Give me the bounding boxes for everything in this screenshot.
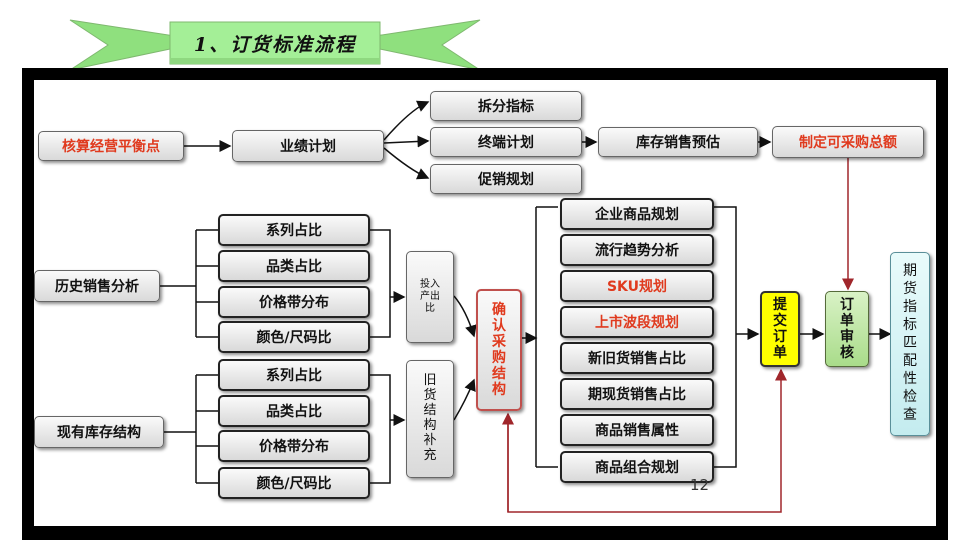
top-color-size-box: 颜色/尺码比: [218, 321, 370, 353]
top-category-ratio-box: 品类占比: [218, 250, 370, 282]
terminal-plan-box: 终端计划: [430, 127, 582, 157]
enterprise-product-plan-box: 企业商品规划: [560, 198, 714, 230]
bottom-category-ratio-box: 品类占比: [218, 395, 370, 427]
diagram-title: 1、订货标准流程: [193, 33, 357, 56]
submit-order-box: 提 交 订 单: [760, 291, 800, 367]
old-stock-supplement-box: 旧 货 结 构 补 充: [406, 360, 454, 478]
new-old-ratio-box: 新旧货销售占比: [560, 342, 714, 374]
sku-plan-box: SKU规划: [560, 270, 714, 302]
promotion-plan-box: 促销规划: [430, 164, 582, 194]
bottom-price-band-box: 价格带分布: [218, 430, 370, 462]
launch-wave-plan-box: 上市波段规划: [560, 306, 714, 338]
history-sales-box: 历史销售分析: [34, 270, 160, 302]
current-inventory-box: 现有库存结构: [34, 416, 164, 448]
purchase-total-box: 制定可采购总额: [772, 126, 924, 158]
order-review-box: 订 单 审 核: [825, 291, 869, 367]
trend-analysis-box: 流行趋势分析: [560, 234, 714, 266]
bottom-color-size-box: 颜色/尺码比: [218, 467, 370, 499]
input-output-ratio-box: 投入 产出 比: [406, 251, 454, 343]
split-indicators-box: 拆分指标: [430, 91, 582, 121]
inventory-sales-forecast-box: 库存销售预估: [598, 127, 758, 157]
product-combination-plan-box: 商品组合规划: [560, 451, 714, 483]
top-series-ratio-box: 系列占比: [218, 214, 370, 246]
bottom-series-ratio-box: 系列占比: [218, 359, 370, 391]
confirm-purchase-structure-box: 确 认 采 购 结 构: [476, 289, 522, 411]
futures-indicator-check-box: 期 货 指 标 匹 配 性 检 查: [890, 252, 930, 436]
top-price-band-box: 价格带分布: [218, 286, 370, 318]
futures-spot-ratio-box: 期现货销售占比: [560, 378, 714, 410]
performance-plan-box: 业绩计划: [232, 130, 384, 162]
breakeven-box: 核算经营平衡点: [38, 131, 184, 161]
page-number: 12: [690, 476, 710, 494]
product-sales-attribute-box: 商品销售属性: [560, 414, 714, 446]
